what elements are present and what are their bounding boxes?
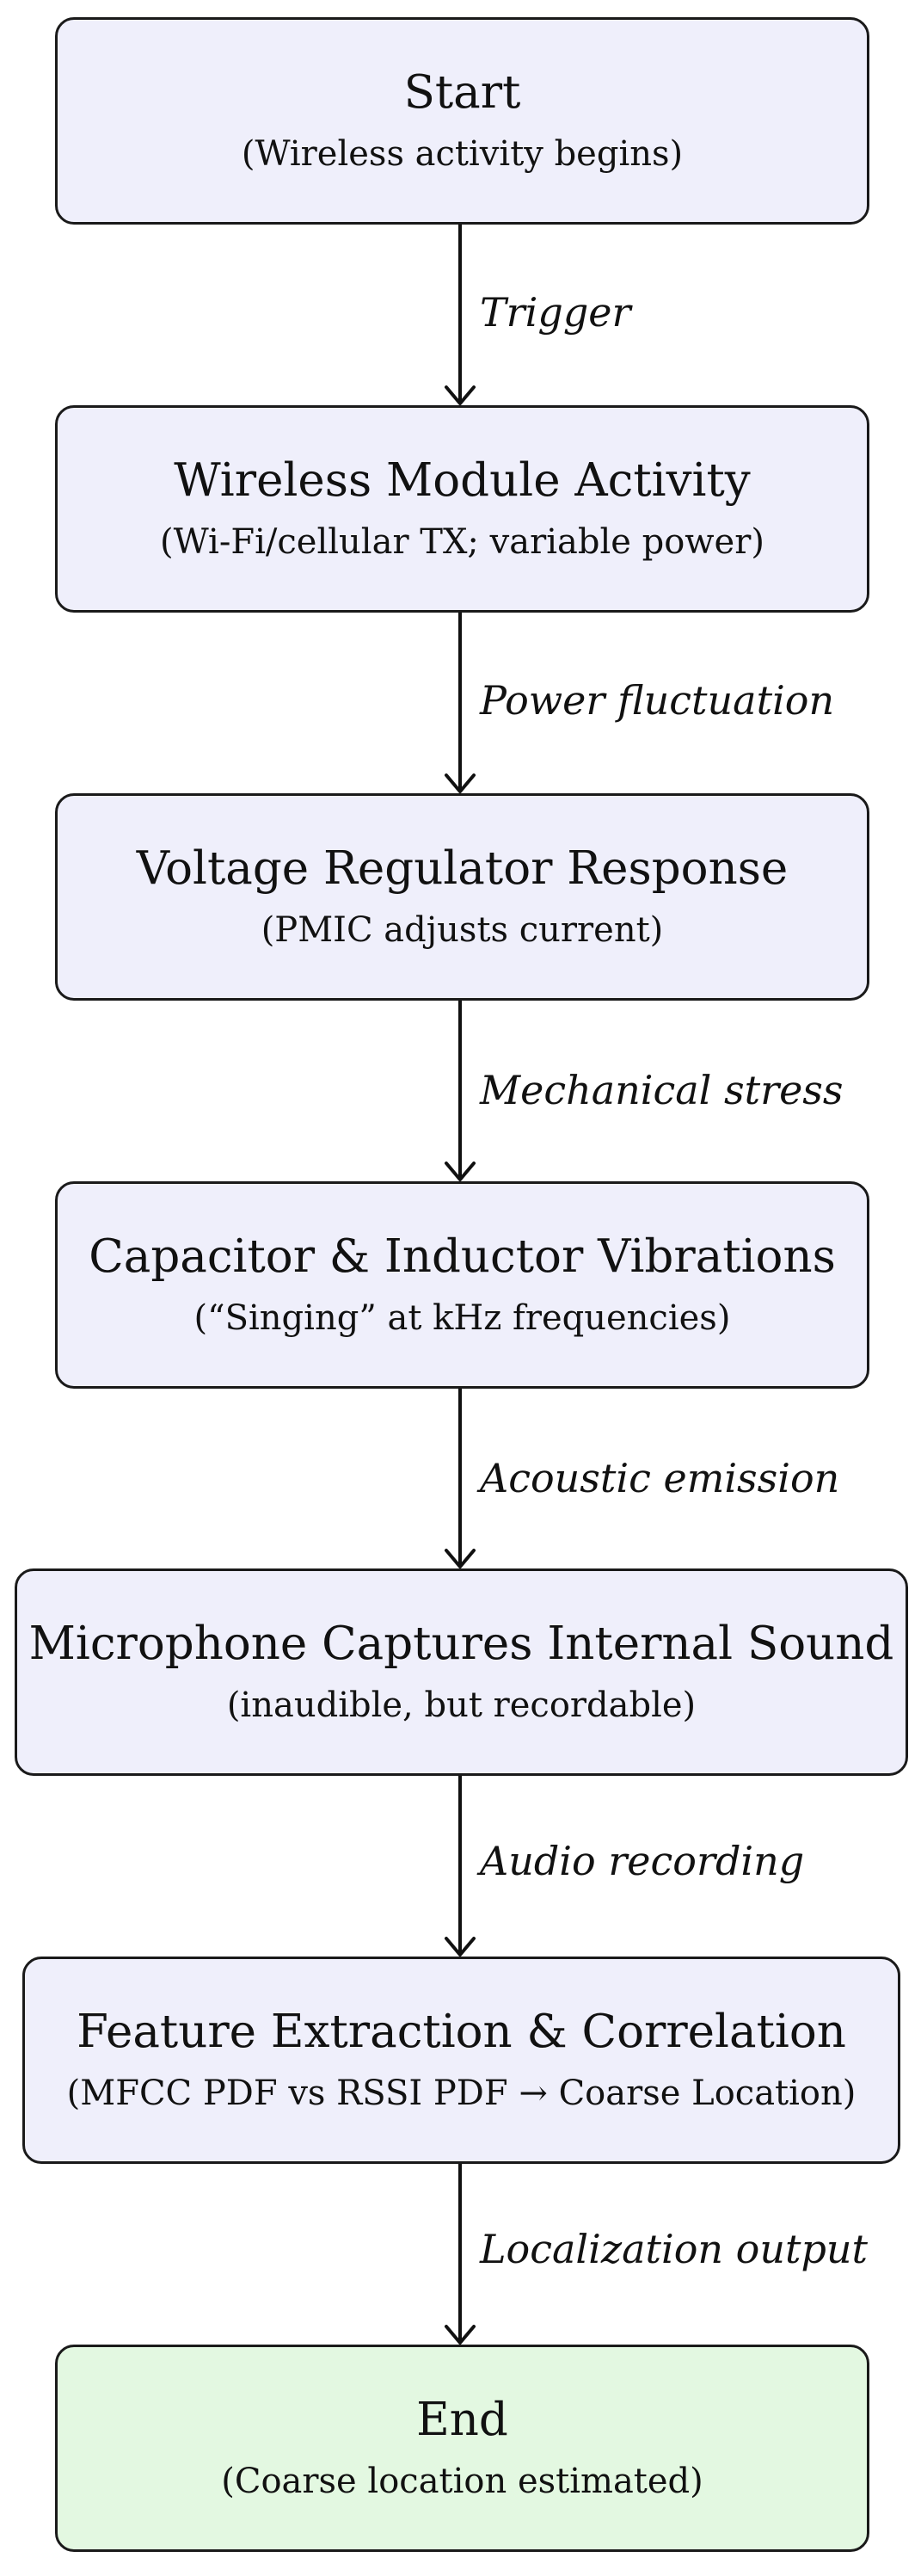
voltage-regulator-subtitle: (PMIC adjusts current) [261, 909, 664, 950]
arrow-head-2 [445, 773, 476, 793]
edge-label-localization-output: Localization output [480, 2226, 869, 2272]
arrow-head-6 [445, 2325, 476, 2345]
edge-label-audio-recording: Audio recording [480, 1838, 805, 1884]
arrow-head-3 [445, 1162, 476, 1181]
edge-label-trigger: Trigger [480, 289, 631, 336]
edge-label-mechanical-stress: Mechanical stress [480, 1067, 844, 1113]
voltage-regulator-title: Voltage Regulator Response [136, 842, 789, 896]
end-title: End [416, 2394, 508, 2447]
feature-extraction-subtitle: (MFCC PDF vs RSSI PDF → Coarse Location) [66, 2073, 857, 2113]
wireless-module-title: Wireless Module Activity [174, 454, 751, 508]
start-subtitle: (Wireless activity begins) [241, 133, 684, 174]
voltage-regulator-node: Voltage Regulator Response (PMIC adjusts… [55, 793, 869, 1001]
start-title: Start [403, 66, 521, 120]
wireless-module-subtitle: (Wi-Fi/cellular TX; variable power) [160, 521, 764, 562]
microphone-title: Microphone Captures Internal Sound [28, 1618, 894, 1671]
wireless-module-node: Wireless Module Activity (Wi-Fi/cellular… [55, 405, 869, 613]
feature-extraction-node: Feature Extraction & Correlation (MFCC P… [22, 1957, 900, 2164]
end-subtitle: (Coarse location estimated) [221, 2461, 703, 2501]
microphone-node: Microphone Captures Internal Sound (inau… [15, 1568, 908, 1776]
microphone-subtitle: (inaudible, but recordable) [226, 1685, 697, 1725]
edge-label-acoustic-emission: Acoustic emission [480, 1455, 840, 1501]
arrow-head-5 [445, 1937, 476, 1957]
edge-label-power-fluctuation: Power fluctuation [480, 677, 835, 724]
feature-extraction-title: Feature Extraction & Correlation [77, 2006, 846, 2059]
arrow-head-1 [445, 385, 476, 405]
capacitor-vibrations-title: Capacitor & Inductor Vibrations [89, 1230, 836, 1284]
end-node: End (Coarse location estimated) [55, 2345, 869, 2552]
capacitor-vibrations-subtitle: (“Singing” at kHz frequencies) [193, 1297, 731, 1338]
start-node: Start (Wireless activity begins) [55, 17, 869, 225]
capacitor-vibrations-node: Capacitor & Inductor Vibrations (“Singin… [55, 1181, 869, 1389]
arrow-head-4 [445, 1549, 476, 1568]
